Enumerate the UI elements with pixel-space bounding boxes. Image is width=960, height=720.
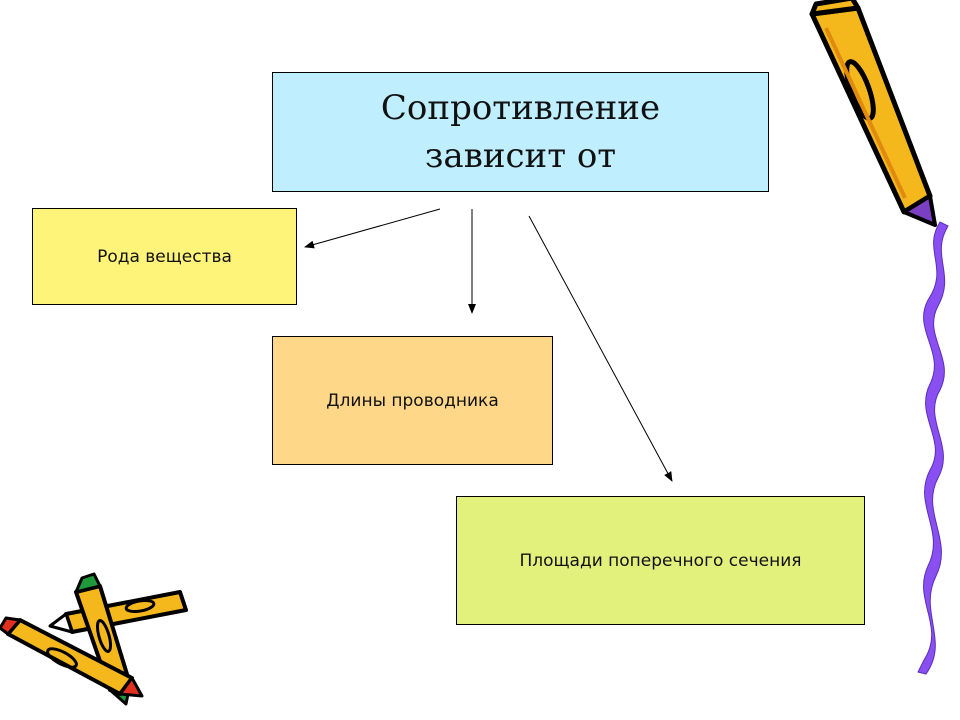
- pencil-icon: [809, 0, 937, 227]
- arrow-to-rod: [304, 208, 441, 249]
- factor-label: Длины проводника: [326, 390, 499, 411]
- main-concept-box: Сопротивление зависит от: [272, 72, 769, 192]
- factor-label: Площади поперечного сечения: [519, 550, 802, 571]
- factor-box-material: Рода вещества: [32, 208, 297, 305]
- crossed-pencils-icon: [0, 572, 188, 706]
- factor-label: Рода вещества: [97, 246, 232, 267]
- main-concept-line1: Сопротивление: [380, 88, 661, 128]
- purple-ribbon-decoration: [917, 221, 949, 675]
- factor-box-length: Длины проводника: [272, 336, 553, 465]
- main-concept-line2: зависит от: [424, 136, 617, 176]
- arrow-to-ploshad: [528, 215, 673, 482]
- factor-box-cross-section: Площади поперечного сечения: [456, 496, 865, 625]
